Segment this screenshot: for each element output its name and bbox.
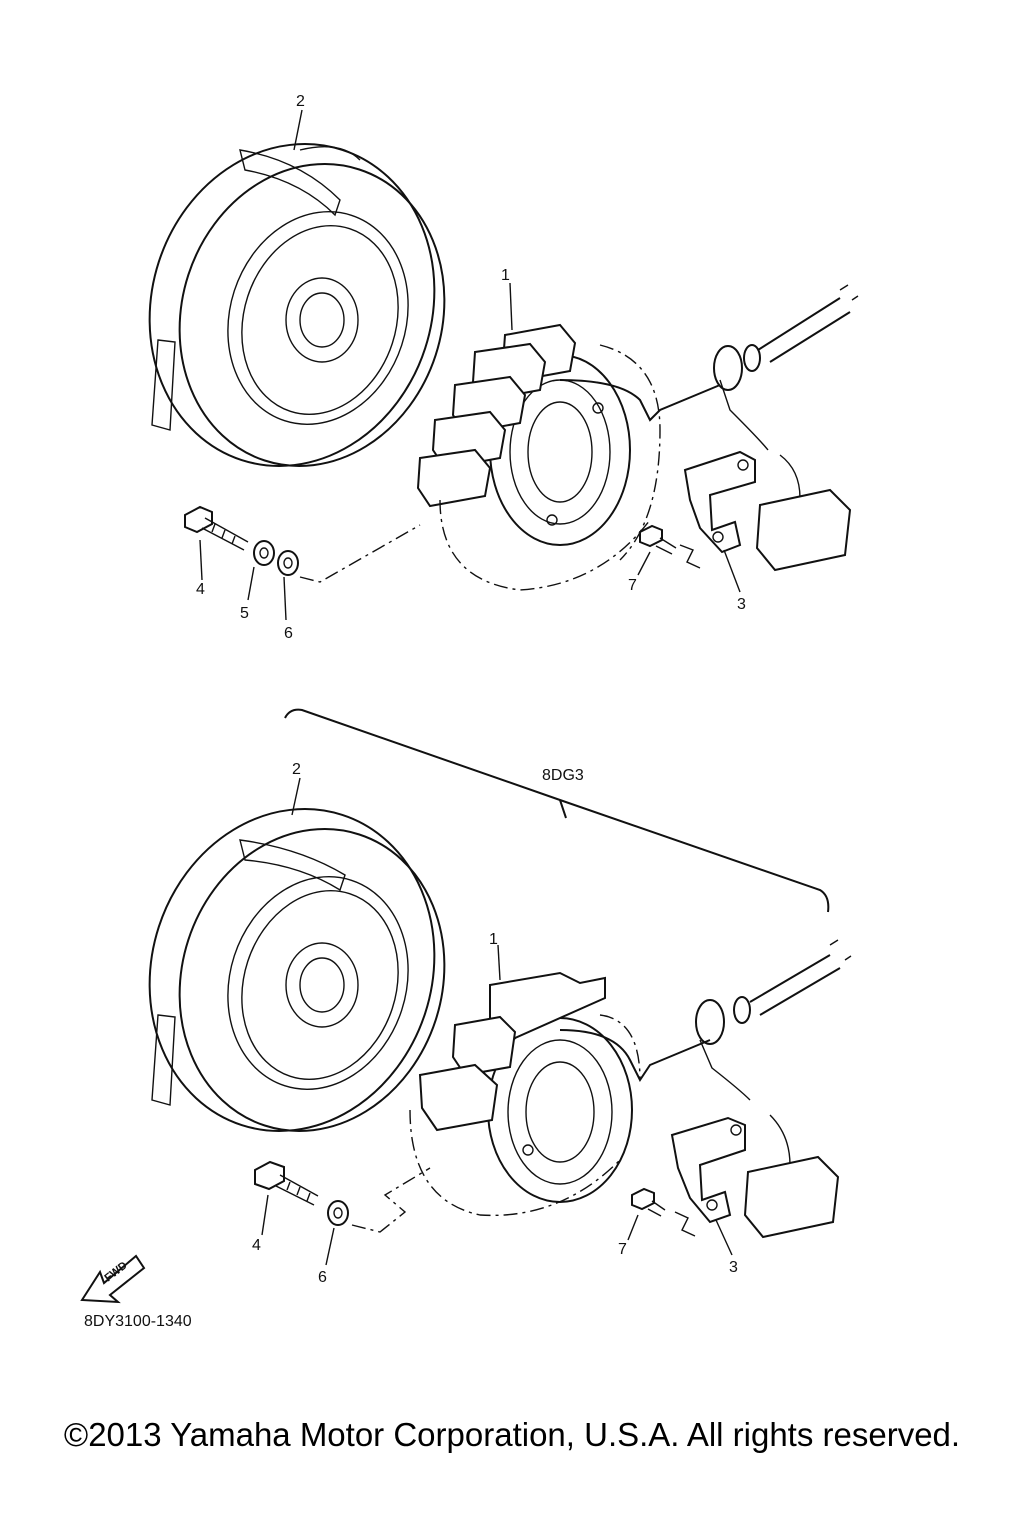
- wire-lead-top: [713, 284, 859, 572]
- callout-4-top: 4: [196, 581, 205, 598]
- bracket-top: [679, 450, 756, 569]
- callout-6-top: 6: [284, 625, 293, 642]
- stator-bottom: [409, 971, 711, 1217]
- callouts-bottom: [261, 777, 733, 1266]
- bottom-assembly: 8DG3: [148, 708, 852, 1286]
- copyright-notice: ©2013 Yamaha Motor Corporation, U.S.A. A…: [63, 1416, 961, 1453]
- callout-2-bottom: 2: [292, 761, 301, 778]
- fasteners-bottom: [254, 1160, 431, 1233]
- callout-4-bottom: 4: [252, 1237, 261, 1254]
- callout-7-top: 7: [628, 577, 637, 594]
- callout-5-top: 5: [240, 605, 249, 622]
- screw-bottom: [631, 1187, 666, 1217]
- callout-3-top: 3: [737, 596, 746, 613]
- callouts-top: [199, 109, 741, 621]
- callout-2-top: 2: [296, 93, 305, 110]
- callout-1-bottom: 1: [489, 931, 498, 948]
- figure-code: 8DY3100-1340: [84, 1313, 192, 1330]
- top-assembly: 2 1 3 4 5 6 7: [148, 93, 859, 642]
- screw-top: [639, 524, 677, 555]
- fasteners-top: [184, 505, 421, 583]
- callout-7-bottom: 7: [618, 1241, 627, 1258]
- group-bracket: [284, 708, 830, 913]
- callout-3-bottom: 3: [729, 1259, 738, 1276]
- group-code-label: 8DG3: [542, 767, 584, 784]
- stator-top: [416, 323, 721, 591]
- wire-lead-bottom: [695, 939, 852, 1239]
- callout-1-top: 1: [501, 267, 510, 284]
- rotor-top: [148, 143, 446, 467]
- bracket-bottom: [670, 1116, 746, 1237]
- rotor-bottom: [148, 808, 446, 1132]
- callout-6-bottom: 6: [318, 1269, 327, 1286]
- fwd-arrow-icon: FWD: [80, 1254, 146, 1304]
